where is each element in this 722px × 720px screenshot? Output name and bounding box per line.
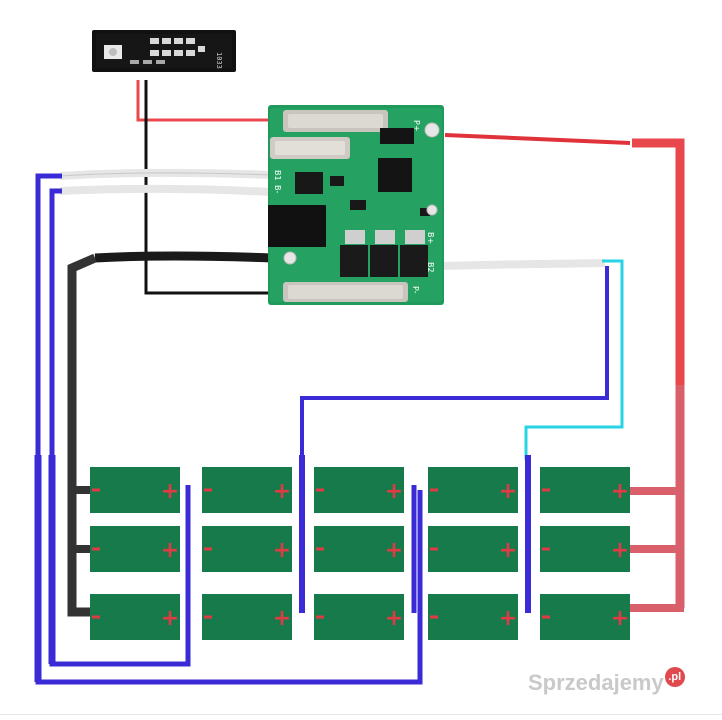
wire-blue-upper-loop [300, 266, 609, 460]
cell-plus-terminal: + [161, 479, 179, 504]
cell-minus-terminal [430, 615, 438, 619]
battery-cell [540, 526, 630, 572]
battery-cell [314, 594, 404, 640]
cell-plus-terminal: + [161, 606, 179, 631]
wire-right-red [632, 138, 685, 385]
cell-minus-terminal [316, 488, 324, 492]
cell-minus-terminal [542, 615, 550, 619]
watermark: Sprzedajemy.pl [528, 667, 685, 696]
wire-white-b2 [439, 259, 606, 270]
cell-minus-terminal [92, 615, 100, 619]
cell-minus-terminal [542, 488, 550, 492]
wire-indicator-black [144, 80, 280, 295]
wire-white-b1-lower [59, 184, 271, 196]
indicator-board: 1033 [92, 30, 236, 72]
watermark-suffix: .pl [664, 667, 685, 687]
cell-plus-terminal: + [273, 606, 291, 631]
cell-minus-terminal [316, 547, 324, 551]
battery-cell [202, 594, 292, 640]
bms-shrink-component [268, 205, 326, 247]
cell-minus-terminal [542, 547, 550, 551]
wire-main-red [444, 133, 631, 145]
cell-minus-terminal [316, 615, 324, 619]
cell-plus-terminal: + [385, 606, 403, 631]
cell-plus-terminal: + [499, 479, 517, 504]
bms-label-b-plus: B+ [426, 232, 435, 244]
battery-cell [428, 526, 518, 572]
wire-indicator-red [136, 80, 275, 122]
cell-minus-terminal [204, 615, 212, 619]
battery-cell [540, 594, 630, 640]
indicator-board-label: 1033 [215, 52, 223, 69]
battery-cell [90, 526, 180, 572]
battery-cell-grid: + + + + + + + + + + + + + + + [90, 467, 630, 640]
cell-plus-terminal: + [611, 479, 629, 504]
battery-cell [314, 467, 404, 513]
cell-minus-terminal [430, 488, 438, 492]
cell-plus-terminal: + [273, 538, 291, 563]
battery-cell [202, 467, 292, 513]
battery-cell [202, 526, 292, 572]
bms-ic-chip [378, 158, 412, 192]
cell-minus-terminal [204, 547, 212, 551]
battery-cell [90, 594, 180, 640]
cell-minus-terminal [92, 547, 100, 551]
bms-label-b1: B1 [273, 170, 282, 181]
mosfet-3 [400, 245, 428, 277]
bms-board: P+ B- B1 B2 B+ P- [268, 105, 444, 305]
cell-plus-terminal: + [499, 538, 517, 563]
cell-plus-terminal: + [161, 538, 179, 563]
bottom-divider [0, 714, 722, 715]
cell-plus-terminal: + [499, 606, 517, 631]
cell-minus-terminal [204, 488, 212, 492]
battery-cell [314, 526, 404, 572]
wire-white-b1-upper-outline [59, 172, 271, 177]
mosfet-1 [340, 245, 368, 277]
battery-cell [428, 594, 518, 640]
battery-cell [90, 467, 180, 513]
battery-cell [540, 467, 630, 513]
bms-label-p-plus: P+ [412, 120, 421, 132]
cell-plus-terminal: + [385, 479, 403, 504]
bms-label-b-minus: B- [273, 185, 282, 193]
cell-plus-terminal: + [611, 606, 629, 631]
battery-cell [428, 467, 518, 513]
cell-plus-terminal: + [273, 479, 291, 504]
bms-label-p-minus: P- [411, 286, 420, 294]
cell-minus-terminal [92, 488, 100, 492]
wire-cyan [524, 259, 624, 460]
cell-minus-terminal [430, 547, 438, 551]
indicator-leds [130, 38, 205, 64]
cell-plus-terminal: + [611, 538, 629, 563]
bms-label-b2: B2 [426, 262, 435, 273]
wire-gray-left-column [67, 253, 97, 617]
wire-black-b-minus [94, 251, 273, 263]
mosfet-2 [370, 245, 398, 277]
watermark-text: Sprzedajemy [528, 670, 664, 695]
cell-plus-terminal: + [385, 538, 403, 563]
